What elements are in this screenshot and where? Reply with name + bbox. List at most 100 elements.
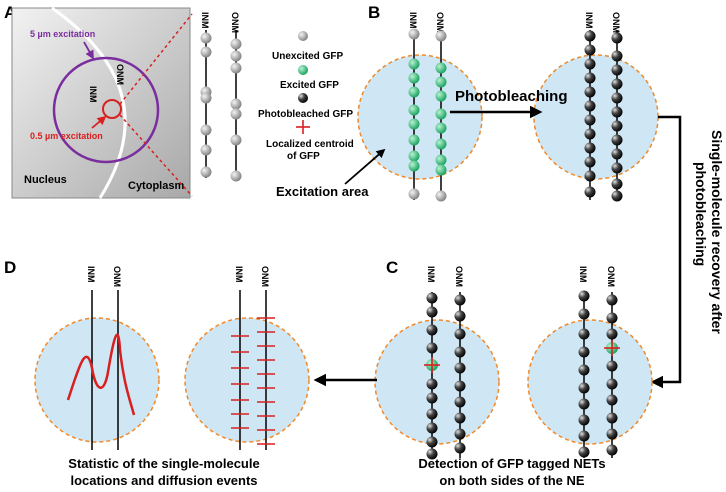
unexcited-gfp bbox=[408, 28, 420, 40]
unexcited-gfp bbox=[435, 190, 447, 202]
photobleached-gfp bbox=[454, 442, 466, 454]
label-onm-line: ONM bbox=[230, 12, 240, 33]
label-inm-c2: INM bbox=[578, 266, 588, 283]
label-onm-c2: ONM bbox=[606, 266, 616, 287]
excitation-area-label: Excitation area bbox=[276, 184, 369, 199]
photobleached-gfp bbox=[611, 92, 623, 104]
unexcited-gfp bbox=[200, 46, 212, 58]
photobleached-gfp bbox=[606, 378, 618, 390]
unexcited-gfp bbox=[200, 144, 212, 156]
caption-d-line1: Statistic of the single-molecule bbox=[68, 456, 259, 471]
photobleached-gfp bbox=[611, 78, 623, 90]
label-onm-b1: ONM bbox=[435, 12, 445, 33]
excited-gfp bbox=[408, 160, 420, 172]
label-inm-a: INM bbox=[88, 86, 98, 103]
label-inm-d2: INM bbox=[234, 266, 244, 283]
unexcited-gfp bbox=[230, 108, 242, 120]
photobleached-gfp bbox=[611, 64, 623, 76]
excited-gfp bbox=[435, 138, 447, 150]
gfp-molecules-a bbox=[200, 32, 242, 182]
panel-c: C INM ONM INM ONM Detection of GFP tagge… bbox=[313, 258, 653, 488]
photobleached-gfp-icon bbox=[298, 93, 308, 103]
photobleached-gfp bbox=[426, 342, 438, 354]
excited-gfp bbox=[435, 164, 447, 176]
label-5um-excitation: 5 µm excitation bbox=[30, 29, 95, 39]
label-onm-a: ONM bbox=[115, 64, 125, 85]
cell-background bbox=[11, 7, 191, 199]
photobleached-gfp bbox=[426, 422, 438, 434]
excited-gfp bbox=[408, 58, 420, 70]
excitation-area-circle-b1 bbox=[357, 54, 483, 180]
photobleached-gfp bbox=[584, 86, 596, 98]
unexcited-gfp bbox=[230, 62, 242, 74]
label-inm-line: INM bbox=[200, 12, 210, 29]
recovery-label-line1: Single-molecule recovery after bbox=[709, 130, 725, 334]
unexcited-gfp bbox=[230, 50, 242, 62]
photobleached-gfp bbox=[454, 428, 466, 440]
excited-gfp bbox=[435, 108, 447, 120]
nuclear-envelope-curve bbox=[51, 6, 127, 199]
purple-arrow bbox=[83, 41, 94, 60]
photobleached-gfp bbox=[454, 380, 466, 392]
photobleached-gfp bbox=[426, 378, 438, 390]
label-inm-b2: INM bbox=[584, 12, 594, 29]
photobleached-gfp bbox=[578, 290, 590, 302]
photobleached-gfp bbox=[606, 328, 618, 340]
photobleached-gfp bbox=[584, 142, 596, 154]
caption-d-line2: locations and diffusion events bbox=[70, 473, 257, 488]
excited-gfp bbox=[408, 134, 420, 146]
photobleached-gfp bbox=[611, 32, 623, 44]
photobleached-gfp bbox=[611, 106, 623, 118]
photobleached-gfp bbox=[606, 360, 618, 372]
photobleached-gfp bbox=[611, 148, 623, 160]
excited-gfp bbox=[435, 76, 447, 88]
unexcited-gfp bbox=[200, 32, 212, 44]
photobleached-gfp bbox=[426, 324, 438, 336]
unexcited-gfp-icon bbox=[298, 31, 308, 41]
excited-gfp bbox=[408, 86, 420, 98]
excited-gfp bbox=[435, 122, 447, 134]
unexcited-gfp bbox=[230, 134, 242, 146]
panel-a: A 5 µm excitation 0.5 µm excitation INM … bbox=[4, 3, 242, 199]
centroid-cross-icon bbox=[296, 120, 310, 134]
excitation-area-circle-d1 bbox=[34, 317, 160, 443]
unexcited-gfp bbox=[200, 92, 212, 104]
recovered-gfp-c2 bbox=[604, 340, 620, 356]
excitation-area-circle-d2 bbox=[184, 317, 310, 443]
photobleached-gfp bbox=[426, 408, 438, 420]
recovered-gfp-c1 bbox=[424, 357, 440, 373]
legend-excited: Excited GFP bbox=[280, 80, 339, 91]
photobleached-gfp bbox=[578, 382, 590, 394]
excited-gfp bbox=[408, 118, 420, 130]
photobleached-gfp bbox=[454, 310, 466, 322]
label-onm-d2: ONM bbox=[260, 266, 270, 287]
unexcited-gfp bbox=[230, 98, 242, 110]
photobleached-gfp bbox=[454, 412, 466, 424]
recovery-label-line2: photobleaching bbox=[693, 162, 709, 266]
excited-gfp bbox=[408, 150, 420, 162]
recovery-connector: Single-molecule recovery after photoblea… bbox=[650, 115, 725, 389]
label-onm-d1: ONM bbox=[112, 266, 122, 287]
photobleached-gfp bbox=[426, 292, 438, 304]
photobleached-gfp bbox=[426, 392, 438, 404]
red-arrow bbox=[91, 115, 107, 129]
unexcited-gfp bbox=[435, 30, 447, 42]
recovery-arrow bbox=[650, 115, 682, 389]
photobleached-gfp bbox=[578, 364, 590, 376]
unexcited-gfp bbox=[230, 38, 242, 50]
photobleached-gfp bbox=[611, 162, 623, 174]
label-inm-b1: INM bbox=[408, 12, 418, 29]
label-0.5um-excitation: 0.5 µm excitation bbox=[30, 131, 103, 141]
excited-gfp bbox=[435, 154, 447, 166]
photobleached-gfp bbox=[426, 448, 438, 460]
zoom-line-bottom bbox=[119, 114, 193, 197]
photobleached-gfp bbox=[611, 134, 623, 146]
photobleached-gfp bbox=[584, 156, 596, 168]
label-nucleus: Nucleus bbox=[24, 174, 67, 186]
photobleached-gfp bbox=[578, 398, 590, 410]
legend-unexcited: Unexcited GFP bbox=[272, 51, 343, 62]
photobleached-gfp bbox=[584, 44, 596, 56]
photobleached-gfp bbox=[578, 308, 590, 320]
unexcited-gfp bbox=[200, 124, 212, 136]
